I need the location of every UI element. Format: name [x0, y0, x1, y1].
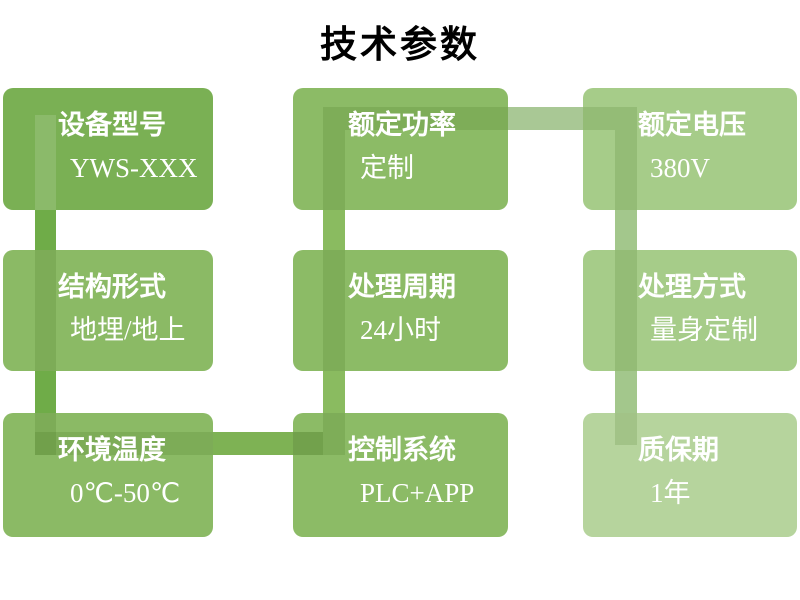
- connector-segment: [35, 371, 56, 413]
- box-value: PLC+APP: [360, 478, 475, 508]
- box-value: 0℃-50℃: [70, 478, 181, 508]
- box-label: 设备型号: [58, 110, 166, 140]
- box-warranty-period: 质保期 1年: [583, 413, 797, 537]
- connector-overlay: [583, 107, 615, 130]
- connector-overlay: [345, 107, 508, 130]
- box-label: 额定功率: [348, 110, 456, 140]
- connector-segment: [213, 432, 293, 455]
- box-device-model: 设备型号 YWS-XXX: [3, 88, 213, 210]
- box-treatment-cycle: 处理周期 24小时: [293, 250, 508, 371]
- connector-segment: [615, 210, 637, 250]
- page-title: 技术参数: [320, 24, 480, 65]
- box-value: 1年: [650, 478, 691, 508]
- connector-overlay: [323, 107, 345, 210]
- connector-overlay: [293, 432, 323, 455]
- connector-overlay: [615, 250, 637, 371]
- box-value: YWS-XXX: [70, 153, 198, 183]
- box-label: 环境温度: [58, 435, 166, 465]
- connector-overlay: [35, 115, 56, 210]
- box-value: 地埋/地上: [70, 315, 186, 345]
- box-label: 结构形式: [58, 272, 166, 302]
- box-value: 380V: [650, 153, 710, 183]
- connector-overlay: [56, 432, 213, 455]
- box-rated-voltage: 额定电压 380V: [583, 88, 797, 210]
- box-value: 定制: [360, 153, 414, 183]
- connector-segment: [615, 371, 637, 413]
- box-label: 控制系统: [348, 435, 456, 465]
- connector-overlay: [615, 413, 637, 445]
- box-label: 处理方式: [638, 272, 746, 302]
- connector-segment: [508, 107, 583, 130]
- box-label: 质保期: [638, 435, 719, 465]
- box-control-system: 控制系统 PLC+APP: [293, 413, 508, 537]
- connector-overlay: [35, 250, 56, 371]
- connector-overlay: [323, 250, 345, 371]
- box-label: 处理周期: [348, 272, 456, 302]
- connector-overlay: [615, 107, 637, 210]
- box-ambient-temperature: 环境温度 0℃-50℃: [3, 413, 213, 537]
- connector-segment: [35, 210, 56, 250]
- box-value: 24小时: [360, 315, 441, 345]
- box-structure-type: 结构形式 地埋/地上: [3, 250, 213, 371]
- box-treatment-method: 处理方式 量身定制: [583, 250, 797, 371]
- box-value: 量身定制: [650, 315, 758, 345]
- connector-elbow-overlay: [293, 432, 323, 455]
- box-label: 额定电压: [638, 110, 746, 140]
- box-rated-power: 额定功率 定制: [293, 88, 508, 210]
- connector-overlay: [35, 413, 56, 455]
- connector-overlay: [323, 413, 345, 455]
- connector-elbow-overlay: [35, 432, 56, 455]
- connector-segment: [323, 371, 345, 413]
- connector-segment: [323, 210, 345, 250]
